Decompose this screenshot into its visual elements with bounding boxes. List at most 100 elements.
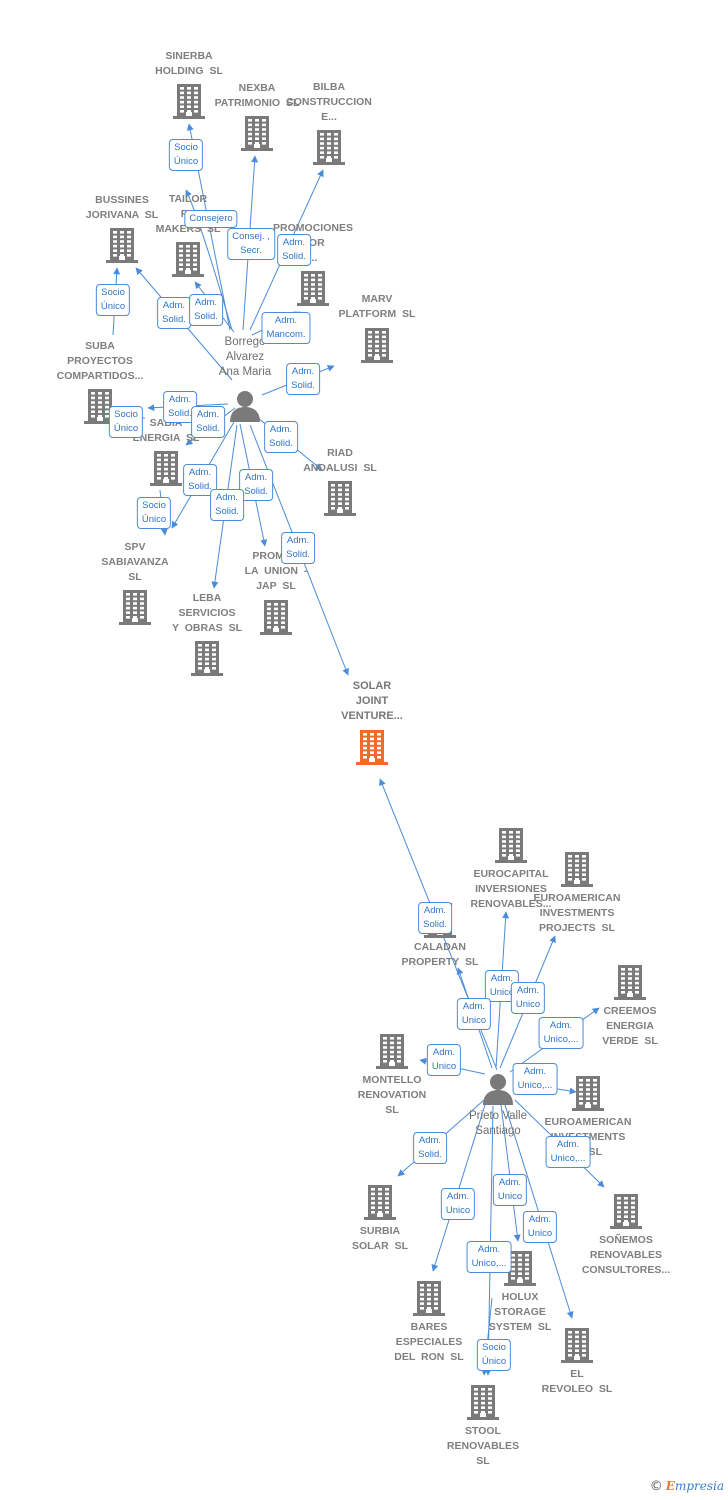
relation-tag[interactable]: Adm.Unico,... [545,1136,591,1168]
company-building-icon[interactable] [360,327,394,363]
company-building-icon[interactable] [494,827,528,863]
relation-tag-line: Único [481,1356,507,1367]
company-building-icon[interactable] [323,480,357,516]
relation-tag[interactable]: Adm.Unico,... [538,1017,584,1049]
company-building-icon[interactable] [613,964,647,1000]
relation-tag[interactable]: Adm.Solid. [286,363,320,395]
relation-tag[interactable]: Adm.Unico [456,998,492,1030]
company-building-icon[interactable] [240,115,274,151]
name-line: PROYECTOS [67,355,133,367]
person-icon[interactable] [228,388,262,422]
company-building-icon[interactable] [149,450,183,486]
relation-tag-line: Adm. [498,1177,522,1188]
brand-footer[interactable]: ©Empresia [650,1479,724,1494]
main-company-building-icon[interactable] [355,729,389,765]
company-building-icon[interactable] [296,270,330,306]
company-building-icon[interactable] [171,241,205,277]
relation-tag[interactable]: Adm.Solid. [264,421,298,453]
company-building-icon[interactable] [105,227,139,263]
name-line: RENOVABLES [446,1440,520,1452]
name-line: PATRIMONIO SL [214,97,300,109]
relation-tag[interactable]: Adm.Unico [426,1044,462,1076]
relation-tag[interactable]: Adm.Unico [510,982,546,1014]
name-line: BARES [410,1321,448,1333]
relation-tag[interactable]: Adm.Solid. [281,532,315,564]
name-line: RENOVABLES [589,1249,663,1261]
relation-tag-line: Adm. [446,1191,470,1202]
company-building-icon[interactable] [190,640,224,676]
relation-tag-line: Adm. [291,366,315,377]
relation-tag-line: Adm. [215,492,239,503]
name-line: STOOL [465,1425,501,1437]
relation-tag-line: Adm. [462,1001,486,1012]
name-line: STORAGE [494,1306,546,1318]
relation-tag[interactable]: Adm.Solid. [239,469,273,501]
company-building-icon[interactable] [560,1327,594,1363]
relation-tag-line: Unico,... [471,1258,507,1269]
company-building-icon[interactable] [312,129,346,165]
company-building-icon[interactable] [412,1280,446,1316]
relation-tag[interactable]: Adm.Mancom. [261,312,311,344]
relation-tag[interactable]: Consejero [184,210,238,228]
company-building-icon[interactable] [172,83,206,119]
name-line: JAP SL [256,580,296,592]
company-building-icon[interactable] [83,388,117,424]
relation-tag[interactable]: Adm.Solid. [189,294,223,326]
relation-tag[interactable]: Adm.Unico [492,1174,528,1206]
relation-tag[interactable]: Adm.Solid. [210,489,244,521]
relation-tag[interactable]: Adm.Solid. [157,297,191,329]
person-icon[interactable] [481,1071,515,1105]
relation-tag[interactable]: Adm.Unico [440,1188,476,1220]
company-building-icon[interactable] [259,599,293,635]
relation-tag[interactable]: Adm.Unico,... [512,1063,558,1095]
company-building-icon[interactable] [609,1193,643,1229]
relation-tag[interactable]: Adm.Solid. [418,902,452,934]
relation-tag[interactable]: Adm.Unico,... [466,1241,512,1273]
company-building-icon[interactable] [363,1184,397,1220]
name-line: SINERBA [165,50,213,62]
company-building-icon[interactable] [466,1384,500,1420]
company-building-icon[interactable] [375,1033,409,1069]
company-building-icon[interactable] [503,1250,537,1286]
relation-tag-line: Socio [142,500,166,511]
company-building-icon[interactable] [560,851,594,887]
relation-tag[interactable]: Adm.Unico [522,1211,558,1243]
relation-tag[interactable]: Adm.Solid. [277,234,311,266]
name-line: JORIVANA SL [85,209,159,221]
relation-tag[interactable]: Consej. ,Secr. [227,228,275,260]
relation-tag[interactable]: Adm.Solid. [191,406,225,438]
company-building-icon[interactable] [571,1075,605,1111]
relation-tag-line: Adm. [528,1214,552,1225]
company-building-icon[interactable] [118,589,152,625]
relation-tag[interactable]: Adm.Solid. [413,1132,447,1164]
relation-tag[interactable]: Adm.Solid. [183,464,217,496]
